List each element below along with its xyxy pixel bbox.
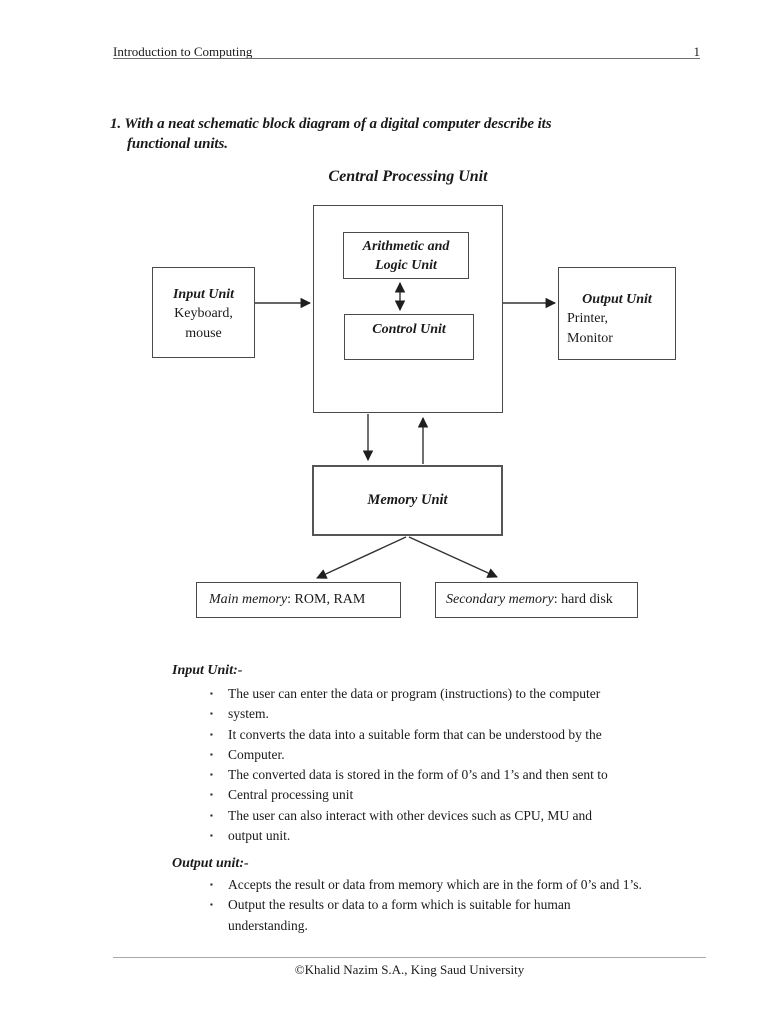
bullet-icon: ▪ (210, 810, 213, 820)
alu-label-line2: Logic Unit (375, 257, 437, 273)
bullet-icon: ▪ (210, 900, 213, 910)
question-line2: functional units. (127, 136, 228, 152)
footer-rule (113, 957, 706, 958)
output-unit-title: Output Unit (582, 292, 652, 307)
list-item: ▪ Accepts the result or data from memory … (210, 875, 648, 895)
bullet-text: output unit. (228, 828, 291, 844)
header-rule (113, 58, 700, 59)
bullet-text: Accepts the result or data from memory w… (228, 877, 642, 892)
list-item: ▪ The converted data is stored in the for… (210, 765, 608, 785)
bullet-text: The converted data is stored in the form… (228, 767, 608, 783)
list-item: ▪ Computer. (210, 745, 608, 765)
main-memory-box: Main memory: ROM, RAM (196, 582, 401, 618)
cpu-box (313, 205, 503, 413)
list-item: ▪ The user can also interact with other d… (210, 806, 608, 826)
input-unit-box: Input Unit Keyboard, mouse (152, 267, 255, 358)
secondary-memory-value: : hard disk (553, 592, 613, 607)
secondary-memory-box: Secondary memory: hard disk (435, 582, 638, 618)
bullet-icon: ▪ (210, 709, 213, 719)
memory-unit-label: Memory Unit (367, 492, 448, 508)
output-unit-bullet-list: ▪ Accepts the result or data from memory … (210, 875, 648, 936)
list-item: ▪ output unit. (210, 826, 608, 846)
list-item: ▪ Central processing unit (210, 785, 608, 805)
header-title: Introduction to Computing (113, 44, 253, 59)
question-line1: 1. With a neat schematic block diagram o… (110, 116, 552, 132)
bullet-text: system. (228, 706, 269, 722)
input-unit-device2: mouse (185, 326, 222, 341)
memory-unit-box: Memory Unit (312, 465, 503, 536)
arrow-memory-to-main-memory (316, 536, 407, 579)
list-item: ▪ system. (210, 704, 608, 724)
footer-copyright: ©Khalid Nazim S.A., King Saud University (294, 962, 525, 977)
alu-label-line1: Arithmetic and (362, 238, 450, 254)
bullet-text: It converts the data into a suitable for… (228, 726, 602, 742)
list-item: ▪ It converts the data into a suitable fo… (210, 725, 608, 745)
control-unit-box: Control Unit (344, 314, 474, 360)
input-unit-device1: Keyboard, (174, 306, 233, 321)
secondary-memory-label: Secondary memory (446, 592, 554, 607)
bullet-icon: ▪ (210, 749, 213, 759)
input-unit-bullet-list: ▪ The user can enter the data or program … (210, 684, 608, 846)
bullet-text: The user can also interact with other de… (228, 807, 593, 823)
input-unit-title: Input Unit (172, 287, 235, 302)
control-unit-label: Control Unit (372, 322, 446, 337)
list-item: ▪ Output the results or data to a form wh… (210, 895, 648, 936)
bullet-text: Output the results or data to a form whi… (228, 897, 571, 933)
header-page-number: 1 (693, 44, 701, 59)
cpu-title: Central Processing Unit (328, 168, 488, 185)
output-unit-box: Output Unit Printer, Monitor (558, 267, 676, 360)
output-unit-device2: Monitor (567, 331, 613, 346)
section-heading-input-unit: Input Unit:- (172, 663, 243, 678)
output-unit-device1: Printer, (567, 311, 609, 326)
section-heading-output-unit: Output unit:- (172, 856, 249, 871)
arrow-memory-to-secondary-memory (408, 536, 498, 578)
main-memory-label: Main memory (209, 592, 288, 607)
alu-box: Arithmetic and Logic Unit (343, 232, 469, 279)
bullet-text: Central processing unit (228, 787, 354, 803)
bullet-icon: ▪ (210, 790, 213, 800)
bullet-icon: ▪ (210, 770, 213, 780)
bullet-icon: ▪ (210, 831, 213, 841)
bullet-text: The user can enter the data or program (… (228, 686, 601, 701)
bullet-icon: ▪ (210, 689, 213, 698)
bullet-icon: ▪ (210, 729, 213, 739)
list-item: ▪ The user can enter the data or program … (210, 684, 608, 704)
bullet-text: Computer. (228, 746, 285, 762)
main-memory-value: : ROM, RAM (287, 592, 366, 607)
bullet-icon: ▪ (210, 880, 213, 889)
